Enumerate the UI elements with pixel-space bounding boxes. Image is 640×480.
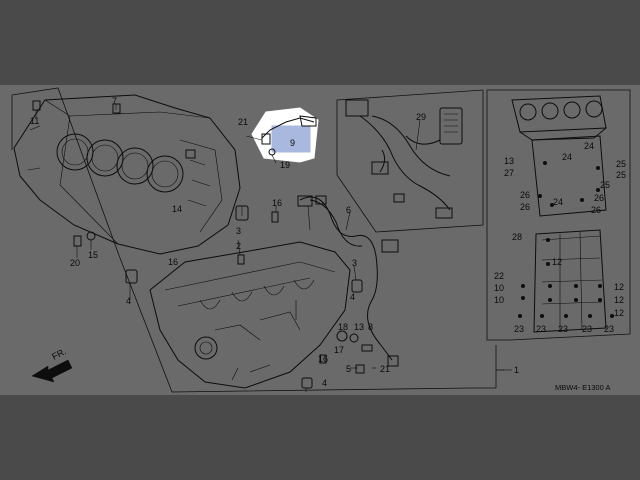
callout-12-top[interactable]: 12 [552, 257, 562, 267]
callout-labels: 11 7 21 9 19 14 3 16 2 20 15 16 4 6 3 4 … [30, 96, 626, 392]
callout-23-c[interactable]: 23 [558, 324, 568, 334]
callout-16-mid[interactable]: 16 [168, 257, 178, 267]
callout-23-e[interactable]: 23 [604, 324, 614, 334]
upper-crankcase-drawing [13, 94, 241, 255]
callout-13[interactable]: 13 [354, 322, 364, 332]
callout-1[interactable]: 1 [514, 365, 519, 375]
wire-harness-drawing [297, 195, 399, 367]
callout-20[interactable]: 20 [70, 258, 80, 268]
callout-28[interactable]: 28 [512, 232, 522, 242]
callout-4-right[interactable]: 4 [350, 292, 355, 302]
callout-4-left[interactable]: 4 [126, 296, 131, 306]
callout-6[interactable]: 6 [346, 205, 351, 215]
diagram-area [0, 85, 640, 395]
callout-25-a[interactable]: 25 [616, 159, 626, 169]
callout-27[interactable]: 27 [504, 168, 514, 178]
harness-29-group [336, 89, 484, 233]
callout-5[interactable]: 5 [346, 364, 351, 374]
callout-21-bottom[interactable]: 21 [380, 364, 390, 374]
callout-25-b[interactable]: 25 [616, 170, 626, 180]
callout-24-b[interactable]: 24 [584, 141, 594, 151]
callout-9[interactable]: 9 [290, 138, 295, 148]
callout-26-d[interactable]: 26 [591, 205, 601, 215]
callout-12-right-b[interactable]: 12 [614, 295, 624, 305]
callout-25-c[interactable]: 25 [600, 180, 610, 190]
callout-10-b[interactable]: 10 [494, 295, 504, 305]
highlighted-part-9[interactable] [251, 107, 319, 163]
callout-18[interactable]: 18 [338, 322, 348, 332]
callout-15[interactable]: 15 [88, 250, 98, 260]
callout-14[interactable]: 14 [172, 204, 182, 214]
callout-24-a[interactable]: 24 [562, 152, 572, 162]
callout-29[interactable]: 29 [416, 112, 426, 122]
callout-3-top[interactable]: 3 [236, 226, 241, 236]
bolt-layout-inset [486, 89, 631, 341]
callout-7[interactable]: 7 [112, 96, 117, 106]
lower-crankcase-drawing [149, 241, 351, 389]
assembly-frame [11, 87, 504, 393]
diagram-code: MBW4- E1300 A [555, 383, 610, 392]
callout-3-right[interactable]: 3 [352, 258, 357, 268]
leader-lines [35, 104, 512, 392]
callout-26-a[interactable]: 26 [520, 190, 530, 200]
callout-2[interactable]: 2 [236, 241, 241, 251]
callout-21-top[interactable]: 21 [238, 117, 248, 127]
callout-16-top[interactable]: 16 [272, 198, 282, 208]
callout-8[interactable]: 8 [368, 322, 373, 332]
inset-bolt-dots [518, 161, 614, 318]
callout-22[interactable]: 22 [494, 271, 504, 281]
callout-26-c[interactable]: 26 [594, 193, 604, 203]
callout-26-b[interactable]: 26 [520, 202, 530, 212]
callout-23-a[interactable]: 23 [514, 324, 524, 334]
callout-19[interactable]: 19 [280, 160, 290, 170]
center-fasteners [237, 211, 373, 389]
callout-10-a[interactable]: 10 [494, 283, 504, 293]
callout-24-c[interactable]: 24 [553, 197, 563, 207]
callout-12-right-a[interactable]: 12 [614, 282, 624, 292]
callout-23-d[interactable]: 23 [582, 324, 592, 334]
callout-4-bottom[interactable]: 4 [322, 378, 327, 388]
callout-17[interactable]: 17 [334, 345, 344, 355]
callout-13-inset[interactable]: 13 [504, 156, 514, 166]
callout-11[interactable]: 11 [30, 116, 39, 126]
callout-12-right-c[interactable]: 12 [614, 308, 624, 318]
callout-16-low[interactable]: 16 [318, 354, 328, 364]
callout-23-b[interactable]: 23 [536, 324, 546, 334]
